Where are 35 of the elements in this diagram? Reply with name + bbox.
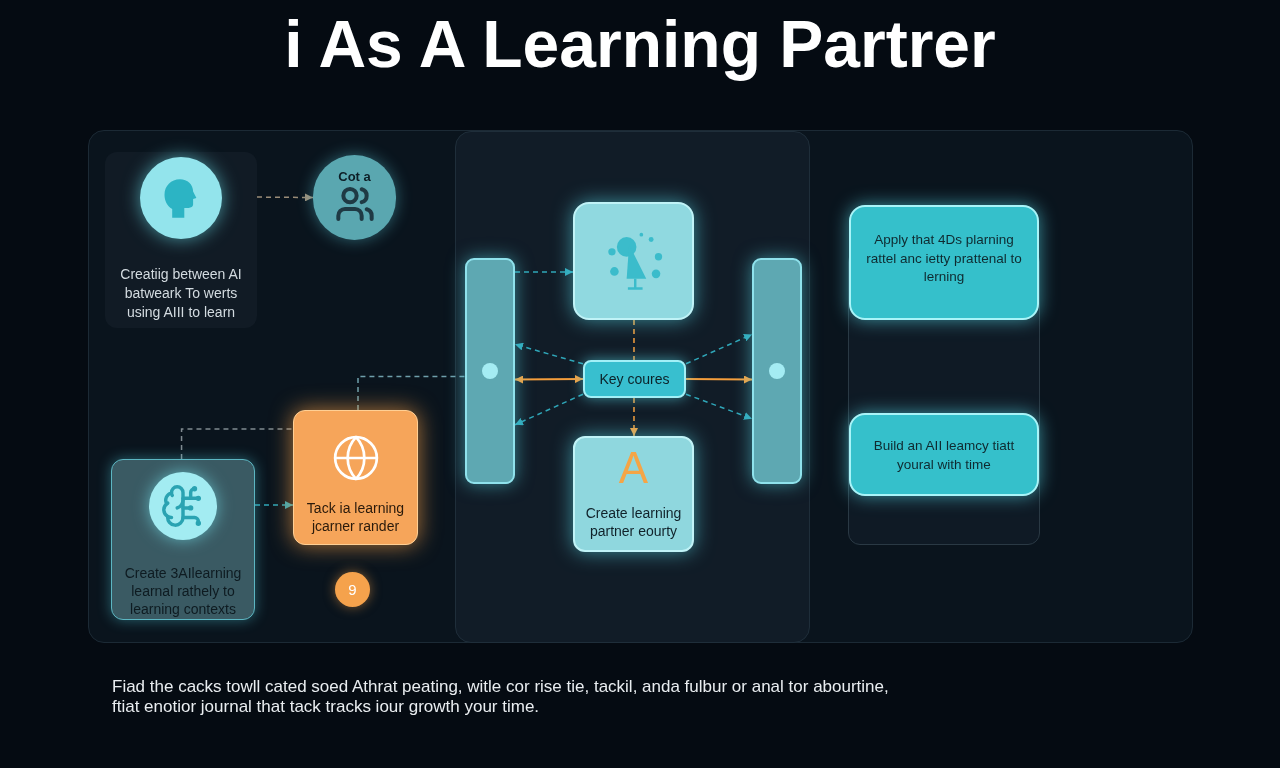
icon-box: [573, 202, 694, 320]
process-box: [573, 436, 694, 552]
box-label: Tack ia learning jcarner rander: [305, 499, 406, 535]
letter-glyph: A: [618, 444, 649, 492]
box-label: Apply that 4Ds plarning rattel anc ietty prattenal to lerning: [865, 231, 1023, 286]
step-number: 9: [348, 580, 357, 599]
info-card: [111, 459, 255, 620]
circle-label: Cot a: [338, 169, 371, 184]
double-arrow: [514, 375, 584, 384]
arrow: [685, 375, 753, 384]
caption: Fiad the cacks towll cated soed Athrat peating, witle cor rise tie, tackil, anda fulbur or anal tor abourtine, ftiat enotior journal that tack tracks iour growth your time.: [112, 677, 890, 717]
dashed-arrow: [254, 501, 294, 510]
dashed-arrow: [685, 333, 753, 365]
dashed-connector-line: [633, 319, 635, 361]
dashed-arrow: [630, 397, 638, 437]
box-label: Create learning partner eourty: [584, 504, 683, 540]
process-box: [583, 360, 686, 398]
vertical-bar: [752, 258, 802, 484]
info-card: [105, 152, 257, 328]
process-box: [293, 410, 418, 545]
vertical-bar: [465, 258, 515, 484]
dashed-arrow: [685, 393, 753, 420]
box-label: Key coures: [599, 370, 670, 388]
process-box: [849, 413, 1039, 496]
card-text: Create 3AIlearning learnal rathely to learning contexts: [123, 564, 243, 618]
dashed-arrow: [514, 342, 584, 365]
dashed-arrow: [514, 268, 574, 276]
box-label: Build an AII leamcy tiatt youral with time: [872, 437, 1016, 474]
title: i As A Learning Partrer: [283, 6, 997, 82]
dashed-connector-line: [180, 428, 294, 460]
dashed-connector-line: [357, 375, 466, 411]
card-text: Creatiig between AI batweark To werts using AIII to learn: [119, 265, 243, 322]
dashed-arrow: [514, 393, 584, 426]
process-box: [849, 205, 1039, 320]
dashed-arrow: [256, 193, 314, 202]
